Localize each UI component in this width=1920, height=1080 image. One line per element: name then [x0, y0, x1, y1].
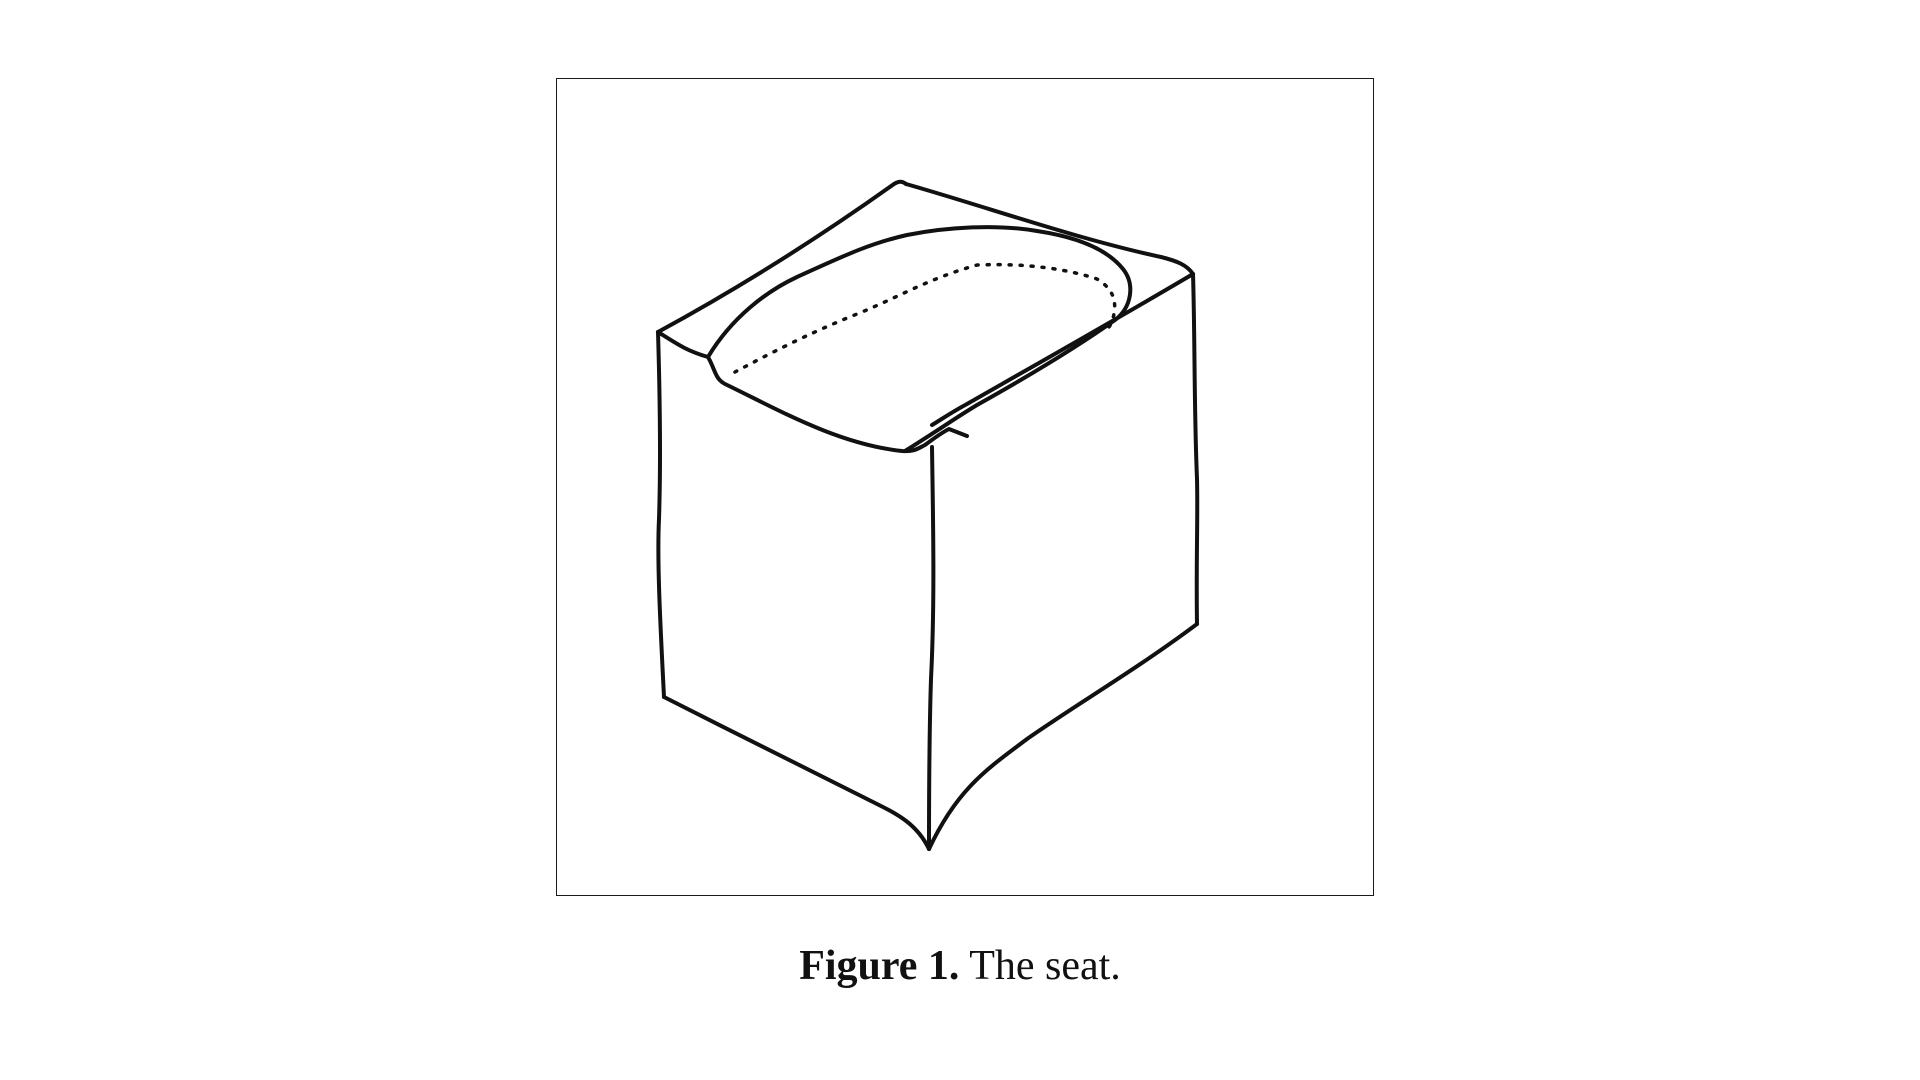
top-face-back-left-edge: [656, 179, 908, 334]
front-left-face-left-edge: [656, 330, 666, 699]
top-face-front-right-edge: [930, 272, 1195, 427]
figure-caption: Figure 1. The seat.: [0, 945, 1920, 987]
top-face-front-left-edge: [656, 330, 710, 359]
front-left-face-bottom-edge: [662, 695, 931, 851]
top-face-back-right-edge: [904, 182, 1195, 276]
seat-recess-inner-line: [733, 262, 1117, 374]
seat-drawing: [656, 179, 1200, 851]
figure-caption-label: Figure 1.: [799, 943, 960, 989]
figure-frame: [556, 78, 1374, 896]
seat-recess-outline: [706, 225, 1133, 454]
front-corner-edge: [927, 445, 936, 851]
front-right-face-right-edge: [1191, 272, 1200, 626]
front-right-face-bottom-edge: [927, 622, 1199, 851]
figure-caption-text: The seat.: [969, 943, 1121, 989]
